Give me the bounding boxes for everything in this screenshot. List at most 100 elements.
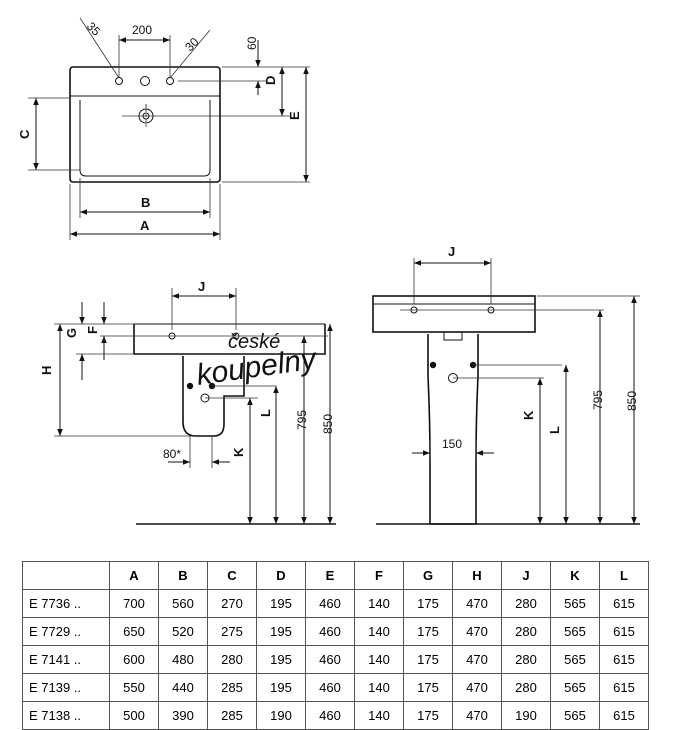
dimension-cell: 280 (207, 645, 257, 674)
watermark-line1: české (228, 331, 280, 353)
label-A: A (140, 218, 150, 233)
technical-drawing: české koupelny 200 35 30 C (17, 17, 640, 525)
drain-neck (443, 331, 463, 341)
label-C: C (17, 129, 32, 139)
dimension-cell: 280 (501, 589, 551, 618)
dimension-cell: 600 (109, 645, 159, 674)
basin-outline-front (372, 295, 536, 333)
label-F: F (85, 326, 100, 334)
label-E: E (287, 111, 302, 120)
header-cell: E (305, 561, 355, 590)
dim-30-leader (169, 29, 211, 79)
watermark: české koupelny (194, 331, 319, 392)
dimension-cell: 460 (305, 673, 355, 702)
top-view: 200 35 30 C B A 60 D E (17, 17, 310, 240)
dimension-cell: 615 (599, 673, 649, 702)
header-cell: H (452, 561, 502, 590)
header-cell: C (207, 561, 257, 590)
label-K-side: K (231, 447, 246, 457)
basin-outline-side (133, 324, 326, 355)
dimension-cell: 460 (305, 645, 355, 674)
dimension-cell: 195 (256, 673, 306, 702)
basin-outline-top (69, 66, 221, 183)
header-cell: K (550, 561, 600, 590)
dimension-cell: 440 (158, 673, 208, 702)
dimension-cell: 195 (256, 617, 306, 646)
dimension-cell: 565 (550, 645, 600, 674)
dimension-cell: 195 (256, 589, 306, 618)
dimension-cell: 470 (452, 645, 502, 674)
label-H: H (39, 366, 54, 375)
dimension-cell: 470 (452, 589, 502, 618)
dim-60-text: 60 (245, 36, 259, 50)
dimension-cell: 175 (403, 673, 453, 702)
dimension-cell: 460 (305, 701, 355, 730)
dimension-cell: 140 (354, 673, 404, 702)
dimension-cell: 140 (354, 645, 404, 674)
dimension-cell: 650 (109, 617, 159, 646)
dimension-cell: 390 (158, 701, 208, 730)
dimension-cell: 285 (207, 701, 257, 730)
dimension-cell: 470 (452, 673, 502, 702)
dimension-cell: 195 (256, 645, 306, 674)
label-B: B (141, 195, 150, 210)
dimension-cell: 460 (305, 617, 355, 646)
dimension-cell: 565 (550, 589, 600, 618)
label-L-front: L (547, 426, 562, 434)
dimension-cell: 550 (109, 673, 159, 702)
model-code-cell: E 7729 .. (22, 617, 110, 646)
dim-795-side-text: 795 (295, 410, 309, 430)
dimension-cell: 175 (403, 617, 453, 646)
dimension-cell: 280 (501, 645, 551, 674)
tap-hole-left (115, 77, 123, 85)
dimension-cell: 615 (599, 617, 649, 646)
bowl-outline-top (79, 100, 211, 177)
dimension-cell: 275 (207, 617, 257, 646)
dimension-cell: 270 (207, 589, 257, 618)
dimension-cell: 565 (550, 701, 600, 730)
fixing-point-front-left (429, 361, 437, 369)
dim-30-text: 30 (182, 35, 202, 55)
header-cell: L (599, 561, 649, 590)
tap-hole-right (166, 77, 174, 85)
model-code-cell: E 7141 .. (22, 645, 110, 674)
dimension-cell: 175 (403, 589, 453, 618)
dimension-cell: 480 (158, 645, 208, 674)
model-code-cell: E 7736 .. (22, 589, 110, 618)
tap-hole-center (140, 76, 150, 86)
dimension-cell: 470 (452, 701, 502, 730)
side-view: J G F H 80* K L 795 850 (39, 279, 336, 525)
dim-150-text: 150 (442, 437, 462, 451)
header-cell: J (501, 561, 551, 590)
dim-850-front-text: 850 (625, 391, 639, 411)
dimension-cell: 190 (501, 701, 551, 730)
fixing-point-left (186, 382, 194, 390)
dimension-cell: 280 (501, 673, 551, 702)
dimension-cell: 140 (354, 617, 404, 646)
label-D: D (263, 76, 278, 85)
dimension-cell: 175 (403, 701, 453, 730)
label-J-front: J (448, 244, 455, 259)
semi-pedestal-outline (182, 356, 245, 437)
dim-795-front-text: 795 (591, 390, 605, 410)
dimension-cell: 460 (305, 589, 355, 618)
header-cell: B (158, 561, 208, 590)
header-cell (22, 561, 110, 590)
header-cell: F (354, 561, 404, 590)
dimension-cell: 615 (599, 645, 649, 674)
label-L-side: L (258, 409, 273, 417)
header-cell: G (403, 561, 453, 590)
model-code-cell: E 7138 .. (22, 701, 110, 730)
model-code-cell: E 7139 .. (22, 673, 110, 702)
header-cell: D (256, 561, 306, 590)
pedestal-outline-front (427, 334, 479, 525)
dim-35-text: 35 (84, 19, 104, 39)
dimension-cell: 615 (599, 589, 649, 618)
